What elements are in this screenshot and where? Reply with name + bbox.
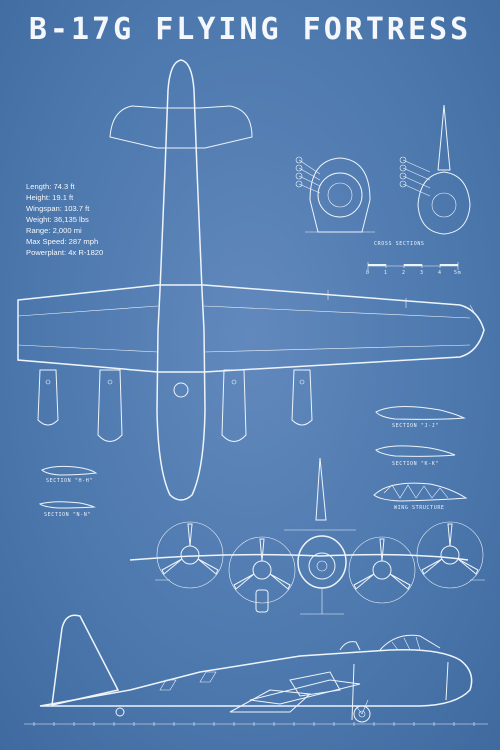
cross-sections xyxy=(295,104,471,270)
propeller-1 xyxy=(156,521,224,589)
scale-2: 2 xyxy=(402,270,406,276)
propeller-2 xyxy=(228,536,296,604)
airfoil-kk xyxy=(375,445,456,457)
spec-weight: Weight: 36,135 lbs xyxy=(26,215,89,224)
scale-unit: 5m xyxy=(454,270,462,276)
scale-3: 3 xyxy=(420,270,424,276)
airfoil-hh xyxy=(41,465,98,476)
spec-max-speed: Max Speed: 287 mph xyxy=(26,237,99,246)
propeller-3 xyxy=(348,536,416,604)
spec-length: Length: 74.3 ft xyxy=(26,182,75,191)
scale-4: 4 xyxy=(438,270,442,276)
section-nn-label: SECTION "N-N" xyxy=(44,512,91,518)
cross-sections-label: CROSS SECTIONS xyxy=(374,241,425,247)
spec-height: Height: 19.1 ft xyxy=(26,193,74,202)
propeller-4 xyxy=(416,521,484,589)
side-view-plane xyxy=(24,614,488,726)
specifications-list: Length: 74.3 ft Height: 19.1 ft Wingspan… xyxy=(26,181,103,258)
section-hh-label: SECTION "H-H" xyxy=(46,478,93,484)
top-view-plane xyxy=(17,59,485,501)
section-jj-label: SECTION "J-J" xyxy=(392,423,439,429)
spec-range: Range: 2,000 mi xyxy=(26,226,82,235)
airfoil-jj xyxy=(375,405,466,420)
section-kk-label: SECTION "K-K" xyxy=(392,461,439,467)
wing-structure-label: WING STRUCTURE xyxy=(394,505,445,511)
scale-0: 0 xyxy=(366,270,370,276)
front-view-plane xyxy=(129,457,485,615)
scale-1: 1 xyxy=(384,270,388,276)
wing-structure-airfoil xyxy=(373,482,468,502)
spec-wingspan: Wingspan: 103.7 ft xyxy=(26,204,90,213)
airfoil-nn xyxy=(38,501,96,509)
spec-powerplant: Powerplant: 4x R-1820 xyxy=(26,248,104,257)
poster-title: B-17G FLYING FORTRESS xyxy=(28,12,472,47)
airfoil-sections xyxy=(38,405,468,509)
